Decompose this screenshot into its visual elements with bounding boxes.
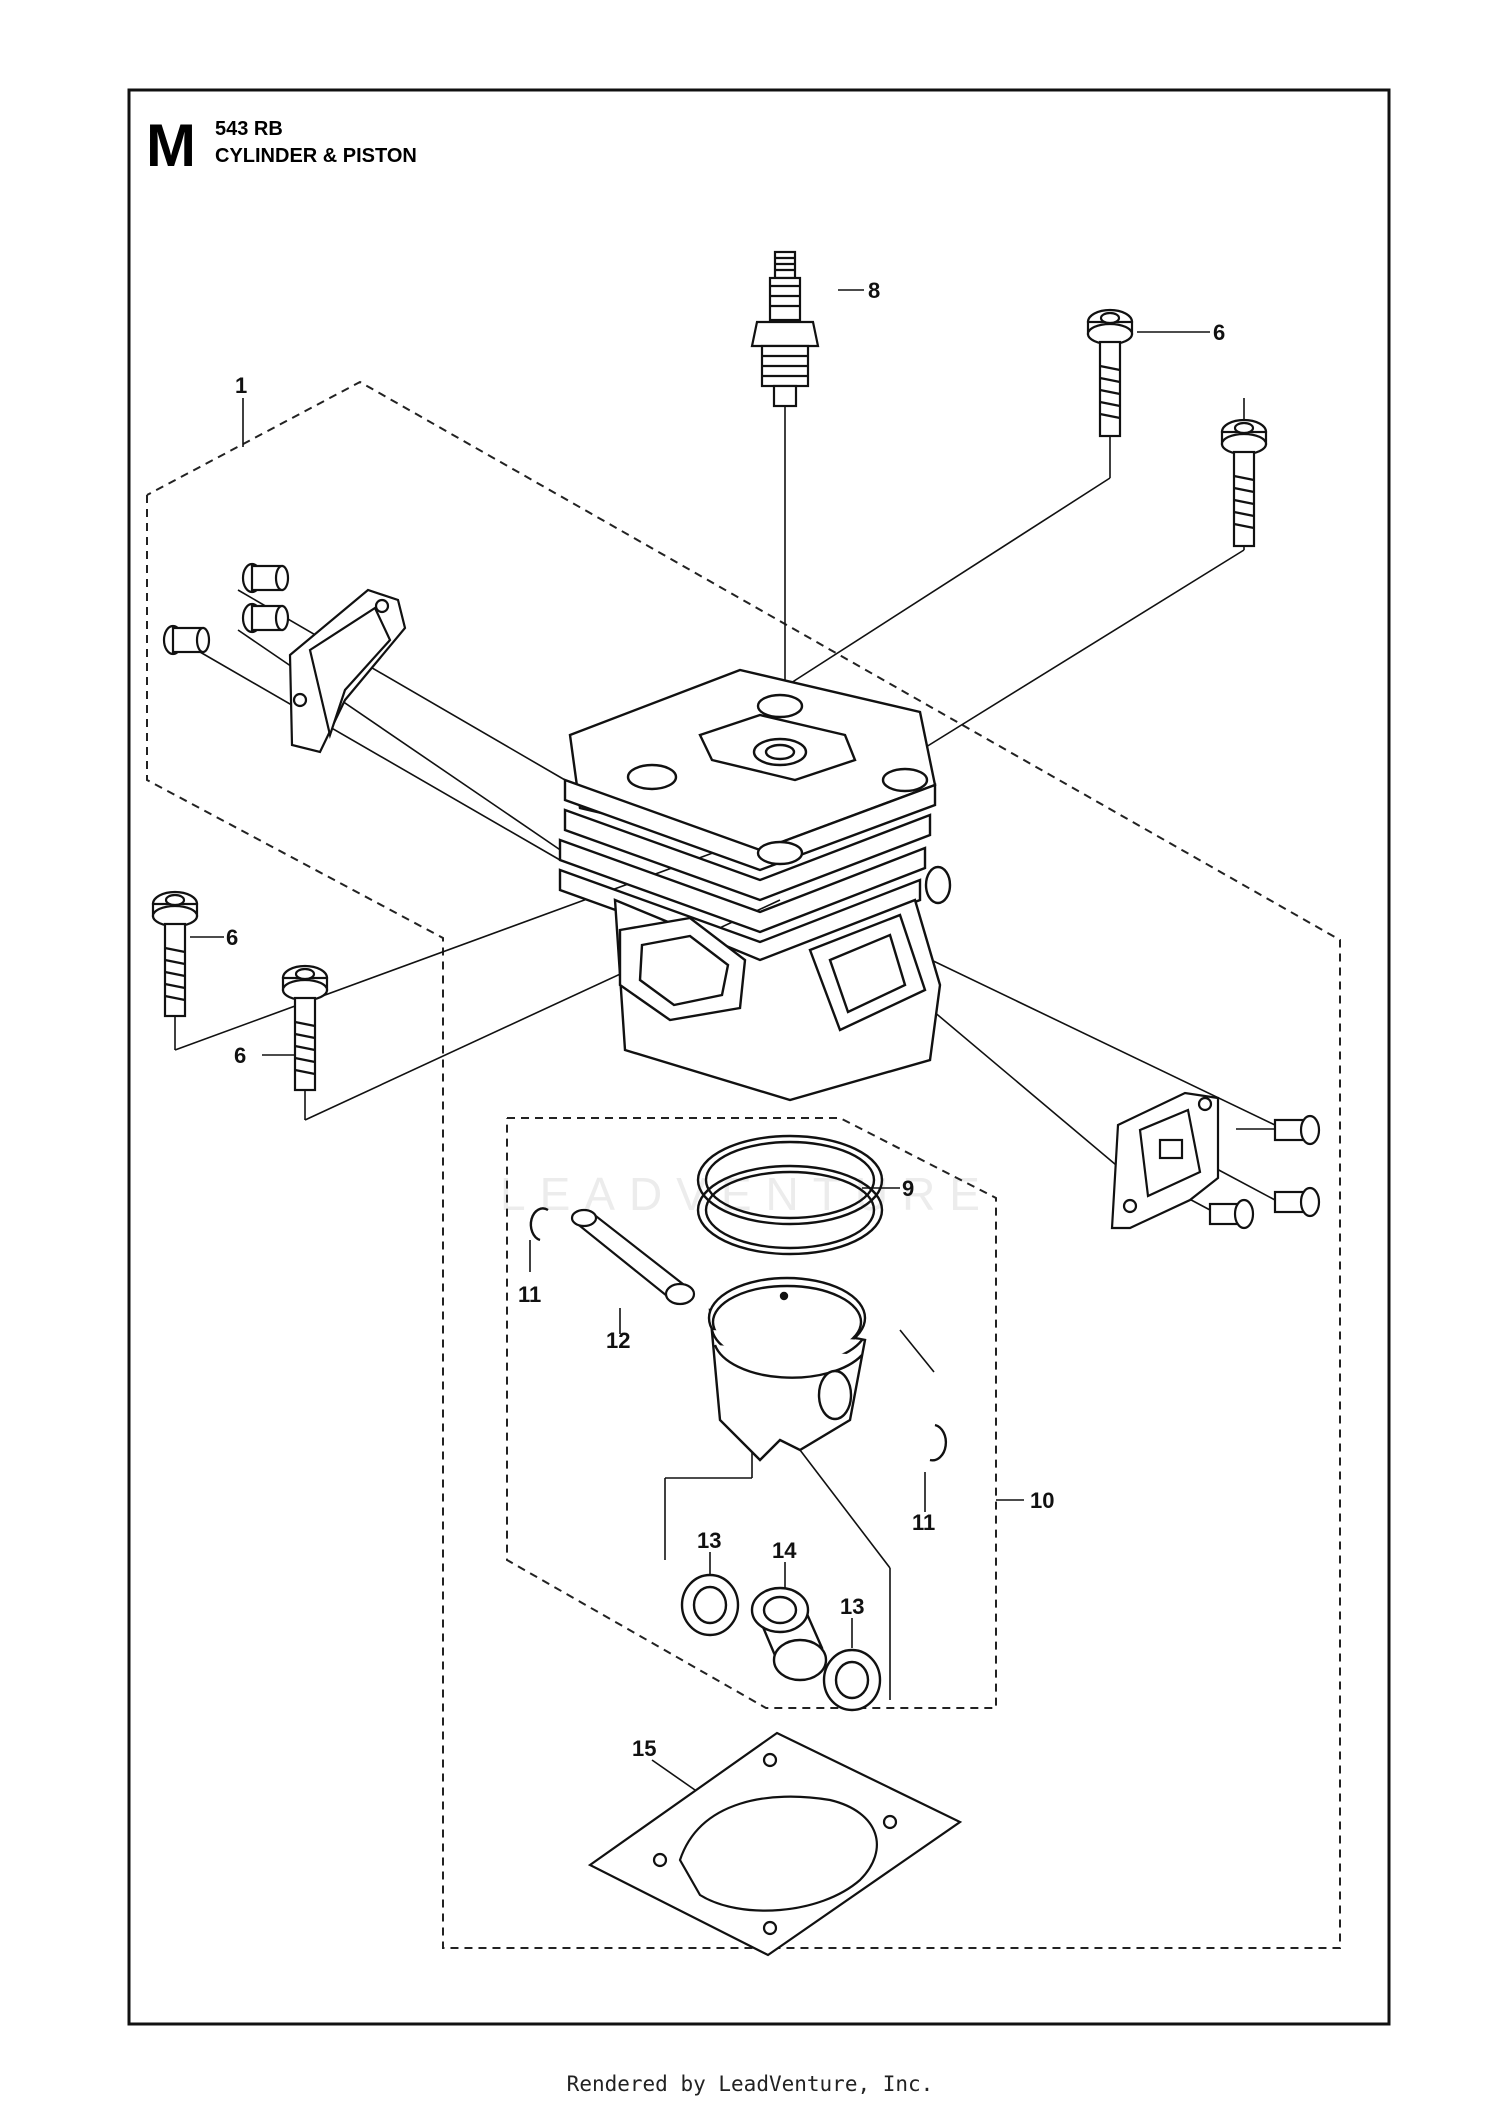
callout-9: 9 bbox=[902, 1176, 914, 1201]
callout-8: 8 bbox=[868, 278, 880, 303]
callout-6-left-1: 6 bbox=[226, 925, 238, 950]
screw-left-1 bbox=[151, 890, 199, 1018]
bracket-left bbox=[288, 588, 407, 754]
small-bolts-right bbox=[1208, 1114, 1321, 1230]
screw-left-2 bbox=[281, 964, 329, 1092]
callout-13-left: 13 bbox=[697, 1528, 721, 1553]
bracket-right bbox=[1110, 1091, 1220, 1230]
callout-13-right: 13 bbox=[840, 1594, 864, 1619]
piston-pin bbox=[570, 1208, 696, 1306]
callout-1: 1 bbox=[235, 373, 247, 398]
group-10-outline bbox=[506, 1117, 997, 1709]
callout-15: 15 bbox=[632, 1736, 656, 1761]
group-1-outline bbox=[146, 380, 1341, 1949]
piston bbox=[707, 1276, 867, 1462]
footer-credit: Rendered by LeadVenture, Inc. bbox=[566, 2072, 934, 2096]
screw-top-1 bbox=[1086, 308, 1134, 438]
callout-6-left-2: 6 bbox=[234, 1043, 246, 1068]
callout-6-top: 6 bbox=[1213, 320, 1225, 345]
cylinder bbox=[558, 668, 952, 1102]
screw-top-2 bbox=[1220, 418, 1268, 548]
diagram-frame bbox=[127, 88, 1391, 2026]
bearing-washer-left bbox=[680, 1573, 740, 1637]
circlip-right bbox=[929, 1423, 948, 1462]
diagram-title: CYLINDER & PISTON bbox=[215, 145, 417, 167]
model-name: 543 RB bbox=[215, 118, 283, 140]
callout-10: 10 bbox=[1030, 1488, 1054, 1513]
circlip-left bbox=[529, 1207, 549, 1242]
needle-bearing bbox=[750, 1586, 828, 1682]
gasket bbox=[587, 1731, 963, 1957]
spark-plug bbox=[750, 250, 820, 408]
section-letter: M bbox=[146, 112, 196, 179]
bearing-washer-right bbox=[822, 1648, 882, 1712]
callout-11-right: 11 bbox=[912, 1510, 935, 1535]
callout-12: 12 bbox=[606, 1328, 630, 1353]
piston-rings bbox=[696, 1134, 884, 1256]
callout-14: 14 bbox=[772, 1538, 797, 1563]
callout-11-left: 11 bbox=[518, 1282, 541, 1307]
small-bolts-left bbox=[162, 562, 290, 656]
